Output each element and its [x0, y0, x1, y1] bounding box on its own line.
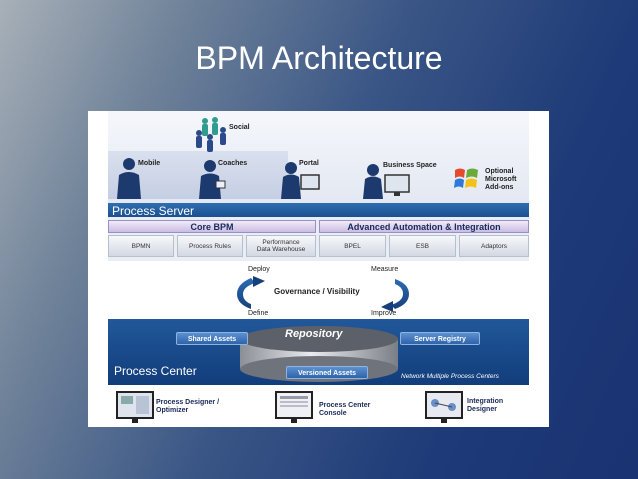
- addons-label-2: Microsoft: [485, 176, 517, 183]
- governance-area: [108, 261, 529, 319]
- shared-assets-pill: Shared Assets: [176, 332, 248, 345]
- server-registry-pill: Server Registry: [400, 332, 480, 345]
- define-label: Define: [248, 310, 269, 317]
- governance-visibility-label: Governance / Visibility: [274, 287, 360, 296]
- process-center-console-label-1: Process Center: [319, 402, 371, 409]
- coaches-user-icon: [199, 160, 226, 199]
- process-designer-monitor-icon: [116, 391, 154, 423]
- business-space-label: Business Space: [383, 162, 437, 169]
- portal-user-icon: [281, 162, 320, 199]
- process-designer-label-1: Process Designer /: [156, 399, 220, 406]
- component-bpel: BPEL: [319, 235, 386, 257]
- process-server-title: Process Server: [112, 204, 195, 218]
- mobile-user-icon: [117, 158, 141, 199]
- slide-title: BPM Architecture: [195, 40, 443, 76]
- process-designer-label-2: Optimizer: [156, 407, 189, 414]
- deploy-label: Deploy: [248, 266, 270, 273]
- coaches-label: Coaches: [218, 160, 248, 167]
- repository-label: Repository: [285, 328, 343, 340]
- portal-label: Portal: [299, 160, 319, 167]
- governance-cycle-arrows: [237, 276, 409, 312]
- versioned-assets-pill: Versioned Assets: [286, 366, 368, 379]
- measure-label: Measure: [371, 266, 399, 273]
- social-label: Social: [229, 124, 250, 131]
- component-process-rules: Process Rules: [177, 235, 243, 257]
- advanced-automation-header: Advanced Automation & Integration: [319, 220, 529, 233]
- addons-label-1: Optional: [485, 168, 514, 175]
- integration-designer-monitor-icon: [425, 391, 463, 423]
- social-people-icon: [196, 117, 226, 152]
- improve-label: Improve: [371, 310, 397, 317]
- integration-designer-label-2: Designer: [467, 406, 497, 413]
- mobile-label: Mobile: [138, 160, 161, 167]
- architecture-diagram: Social Mobile Coaches Portal Business Sp…: [88, 111, 549, 427]
- component-adaptors: Adaptors: [459, 235, 529, 257]
- windows-logo-icon: [454, 168, 478, 188]
- network-label: Network Multiple Process Centers: [401, 373, 499, 380]
- process-server-header: [108, 203, 529, 217]
- business-space-user-icon: [363, 164, 410, 199]
- component-bpmn: BPMN: [108, 235, 174, 257]
- integration-designer-label-1: Integration: [467, 398, 504, 405]
- process-center-console-monitor-icon: [275, 391, 313, 423]
- core-bpm-header: Core BPM: [108, 220, 316, 233]
- component-performance-data-warehouse: Performance Data Warehouse: [246, 235, 316, 257]
- addons-label-3: Add-ons: [485, 184, 514, 191]
- process-center-title: Process Center: [114, 364, 197, 378]
- component-esb: ESB: [389, 235, 456, 257]
- process-center-console-label-2: Console: [319, 410, 347, 417]
